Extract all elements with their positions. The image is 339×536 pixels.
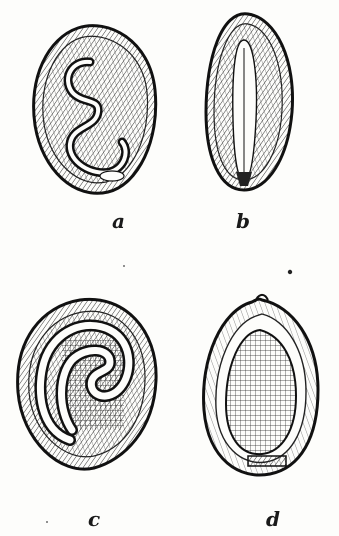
figure-label-d: d: [266, 507, 280, 531]
ink-speck: [46, 521, 48, 523]
figure-label-a: a: [112, 209, 125, 233]
seed-embryo-endosperm-icon: [204, 295, 318, 475]
figure-b: [206, 14, 293, 190]
figure-label-c: c: [88, 507, 100, 531]
seed-embryo-curved-icon: [18, 299, 156, 469]
seed-embryo-straight-icon: [206, 14, 293, 190]
ink-speck: [123, 265, 125, 267]
figure-d: [204, 295, 318, 475]
figure-a: [34, 26, 156, 194]
ink-speck: [288, 270, 292, 274]
figure-label-b: b: [236, 209, 250, 233]
seed-embryo-folded-icon: [34, 26, 156, 194]
figure-c: [18, 299, 156, 469]
